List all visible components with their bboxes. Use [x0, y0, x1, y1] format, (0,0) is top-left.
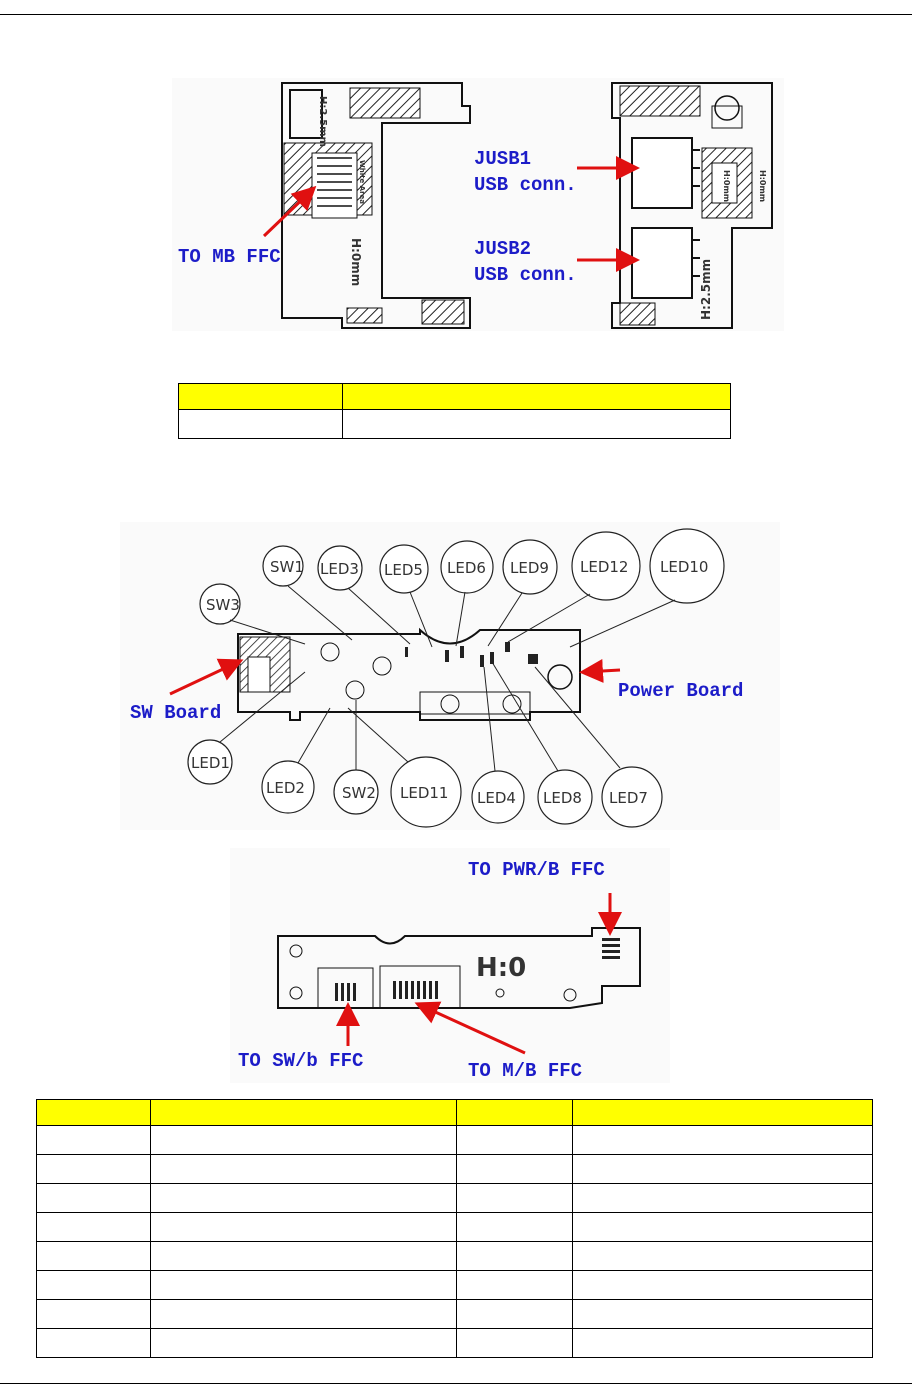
callout-power-board: Power Board [618, 680, 743, 702]
table-header-row [36, 1099, 873, 1126]
usb-connector-table [178, 383, 731, 439]
callout-jusb1-desc: USB conn. [474, 174, 577, 196]
table-cell [456, 1270, 573, 1300]
table-cell [36, 1125, 151, 1155]
table-header-cell [572, 1099, 873, 1126]
table-cell [150, 1212, 457, 1242]
table-row [36, 1270, 873, 1300]
table-cell [572, 1125, 873, 1155]
table-row [178, 409, 731, 439]
label-led3: LED3 [320, 560, 359, 578]
top-rule [0, 14, 912, 15]
jusb2-connector [631, 227, 693, 299]
table-cell [572, 1270, 873, 1300]
table-cell [150, 1154, 457, 1184]
callout-jusb2-desc: USB conn. [474, 264, 577, 286]
table-cell [150, 1270, 457, 1300]
table-cell [150, 1328, 457, 1358]
table-cell [36, 1328, 151, 1358]
usb-board-right-outline [611, 82, 773, 329]
table-cell [342, 409, 731, 439]
table-cell [572, 1299, 873, 1329]
callout-to-mb-ffc-board: TO M/B FFC [468, 1060, 582, 1082]
table-row [36, 1241, 873, 1271]
callout-jusb2: JUSB2 [474, 238, 531, 260]
table-cell [178, 409, 343, 439]
table-cell [572, 1241, 873, 1271]
callout-sw-board: SW Board [130, 702, 221, 724]
pcb-mark-h0-right-a: H:0mm [722, 170, 731, 202]
pcb-mark-h25: H:2.5mm [317, 96, 328, 147]
table-cell [456, 1328, 573, 1358]
label-led8: LED8 [543, 789, 582, 807]
table-cell [36, 1299, 151, 1329]
callout-to-mb-ffc: TO MB FFC [178, 246, 281, 268]
table-cell [36, 1154, 151, 1184]
table-header-cell [150, 1099, 457, 1126]
mb-connection-figure: H:0 TO PWR/B FFC TO SW/b FFC TO M/B FFC [230, 848, 670, 1083]
table-header-cell [342, 383, 731, 410]
table-header-cell [178, 383, 343, 410]
callout-to-sw-ffc: TO SW/b FFC [238, 1050, 363, 1072]
pcb-mark-h0: H:0 [476, 953, 526, 983]
callout-to-pwr-ffc: TO PWR/B FFC [468, 859, 605, 881]
pcb-mark-h25-right: H:2.5mm [699, 259, 713, 320]
table-cell [456, 1125, 573, 1155]
jusb1-connector [631, 137, 693, 209]
label-led4: LED4 [477, 789, 516, 807]
table-cell [36, 1212, 151, 1242]
label-sw1: SW1 [270, 558, 304, 576]
usb-board-figure: H:2.5mm H:0mm White Area TO MB FFC H:0mm… [172, 78, 784, 331]
table-cell [456, 1299, 573, 1329]
mb-board-outline [277, 927, 641, 1009]
bottom-rule [0, 1383, 912, 1384]
table-cell [456, 1241, 573, 1271]
table-row [36, 1125, 873, 1155]
table-header-cell [36, 1099, 151, 1126]
table-row [36, 1154, 873, 1184]
pcb-mark-h0-left: H:0mm [349, 238, 363, 286]
label-led10: LED10 [660, 558, 708, 576]
table-row [36, 1299, 873, 1329]
arrow-to-mb-ffc [414, 1001, 526, 1055]
label-led12: LED12 [580, 558, 628, 576]
callout-jusb1: JUSB1 [474, 148, 531, 170]
table-cell [572, 1212, 873, 1242]
table-cell [150, 1183, 457, 1213]
pcb-mark-white-area-left: White Area [358, 160, 366, 204]
table-cell [36, 1270, 151, 1300]
table-row [36, 1328, 873, 1358]
table-header-row [178, 383, 731, 410]
label-led5: LED5 [384, 561, 423, 579]
table-row [36, 1183, 873, 1213]
table-cell [572, 1154, 873, 1184]
sw-power-board-figure: SW1 SW3 LED3 LED5 LED6 LED9 LED12 LED10 … [120, 522, 780, 830]
label-led6: LED6 [447, 559, 486, 577]
arrow-sw-board [169, 658, 244, 696]
table-cell [150, 1125, 457, 1155]
arrow-power-board [579, 658, 621, 683]
label-sw2: SW2 [342, 784, 376, 802]
table-cell [36, 1183, 151, 1213]
table-header-cell [456, 1099, 573, 1126]
label-led11: LED11 [400, 784, 448, 802]
label-sw3: SW3 [206, 596, 240, 614]
arrow-to-mb-ffc [262, 185, 317, 238]
table-cell [456, 1212, 573, 1242]
label-led9: LED9 [510, 559, 549, 577]
usb-board-left-outline [281, 82, 471, 329]
component-table [36, 1099, 873, 1358]
table-cell [456, 1183, 573, 1213]
table-cell [36, 1241, 151, 1271]
label-led1: LED1 [191, 754, 230, 772]
table-cell [572, 1328, 873, 1358]
table-cell [572, 1183, 873, 1213]
table-cell [456, 1154, 573, 1184]
table-row [36, 1212, 873, 1242]
label-led2: LED2 [266, 779, 305, 797]
table-cell [150, 1241, 457, 1271]
table-cell [150, 1299, 457, 1329]
pcb-mark-h0-right-b: H:0mm [758, 170, 767, 202]
label-led7: LED7 [609, 789, 648, 807]
